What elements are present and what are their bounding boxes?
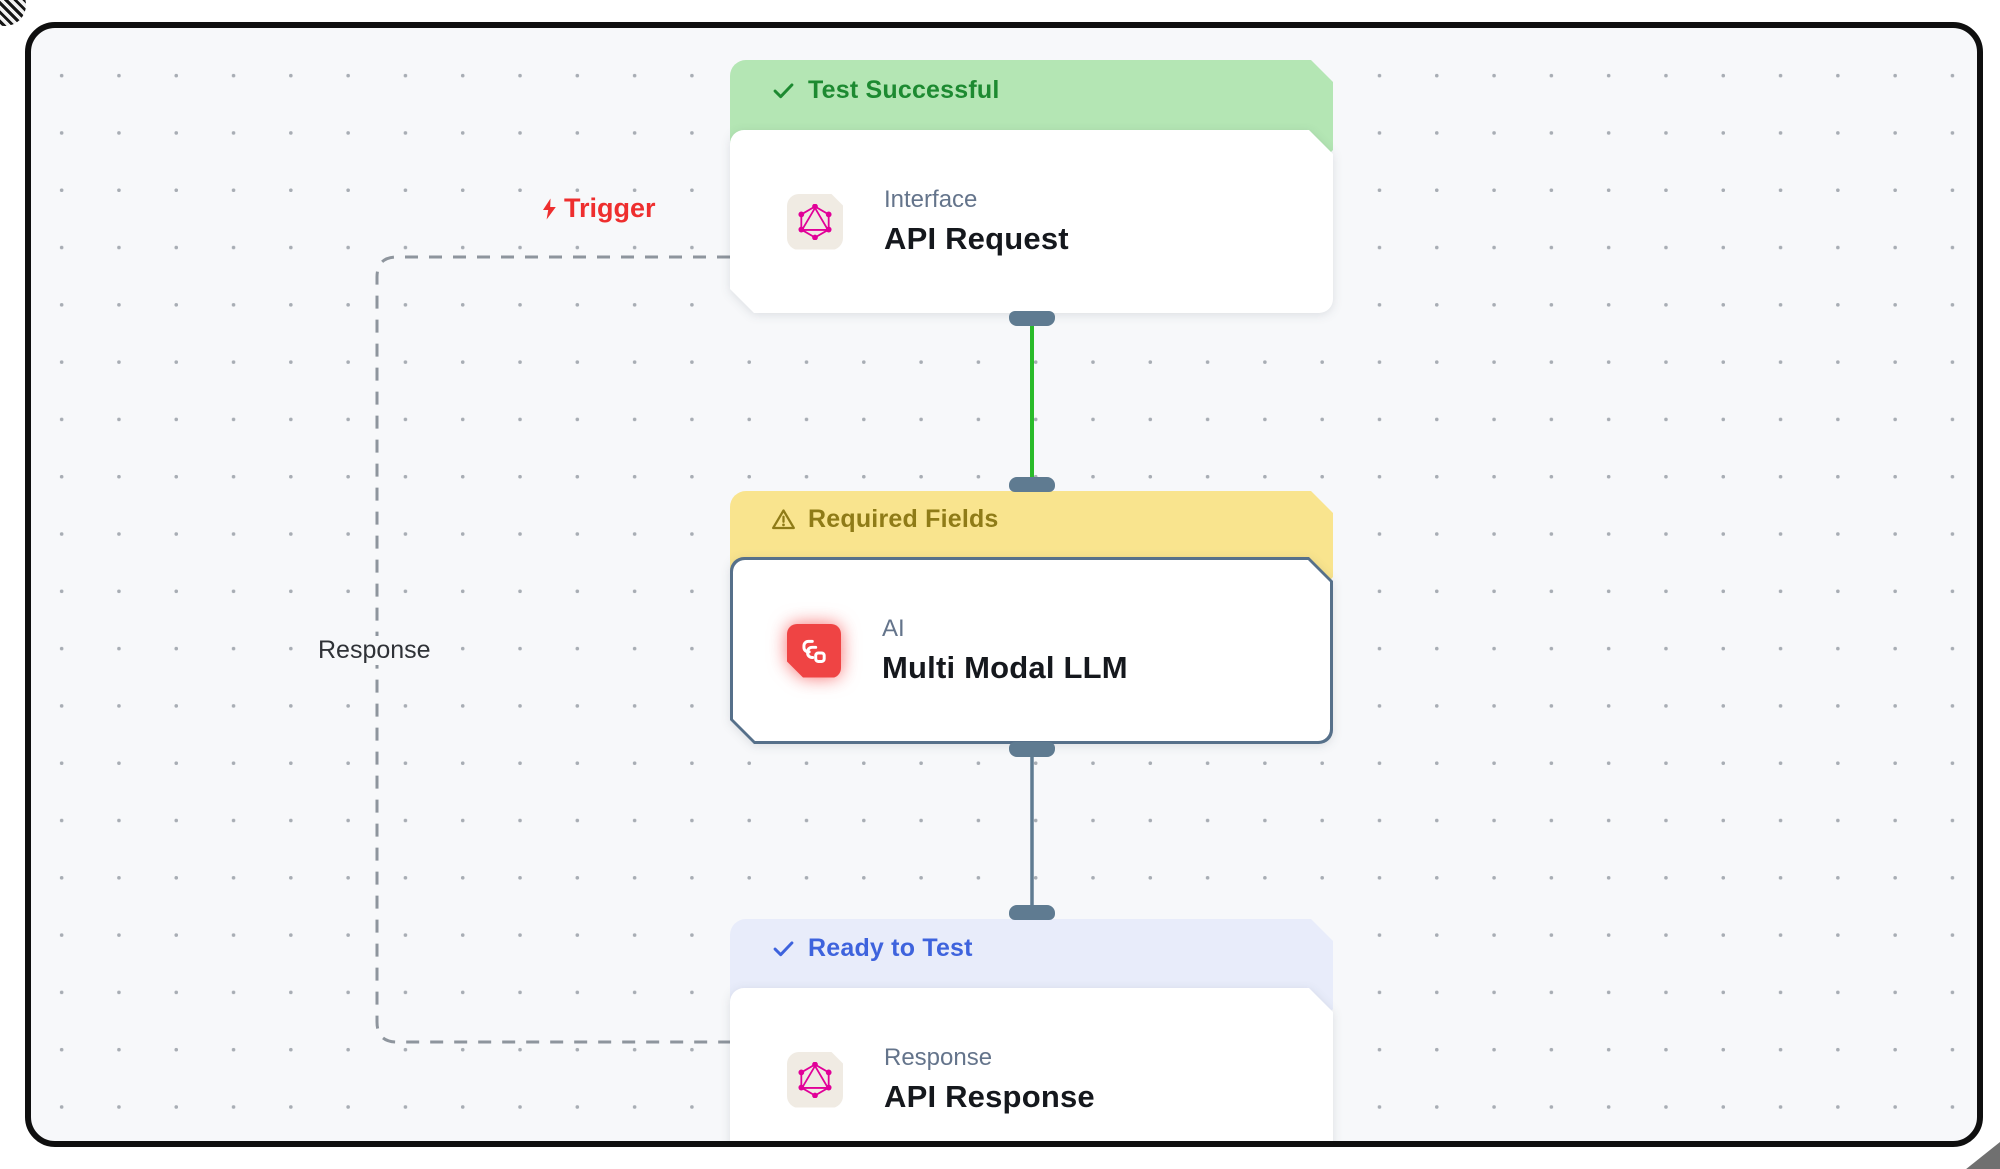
trigger-edge-label-text: Trigger <box>564 193 656 223</box>
trigger-edge-label: Trigger <box>538 193 656 224</box>
screenshot-frame: Trigger Response Test Successful <box>25 22 1983 1147</box>
node-title: Multi Modal LLM <box>882 650 1128 685</box>
node-status-label: Ready to Test <box>808 934 973 962</box>
check-icon <box>770 935 797 962</box>
node-category: Response <box>884 1044 993 1071</box>
graphql-icon <box>787 194 843 250</box>
chain-icon <box>787 624 841 678</box>
node-category: AI <box>882 615 905 642</box>
node-status-label: Required Fields <box>808 505 999 533</box>
corner-decoration-bottom-right <box>1966 1142 2000 1169</box>
node-card[interactable]: Interface API Request <box>730 130 1333 313</box>
node-title: API Request <box>884 221 1069 256</box>
node-title: API Response <box>884 1079 1095 1114</box>
response-edge-label: Response <box>310 636 439 665</box>
output-handle-multi-modal-llm[interactable] <box>1008 742 1055 757</box>
check-icon <box>770 77 797 104</box>
input-handle-multi-modal-llm[interactable] <box>1008 477 1055 492</box>
node-status-label: Test Successful <box>808 76 1000 104</box>
corner-decoration-top-left <box>0 0 26 26</box>
node-card[interactable]: Response API Response <box>730 988 1333 1147</box>
lightning-bolt-icon <box>538 196 562 222</box>
response-dashed-edge <box>375 255 730 1044</box>
input-handle-api-response[interactable] <box>1008 905 1055 920</box>
node-card[interactable]: AI Multi Modal LLM <box>730 557 1333 744</box>
graphql-icon <box>787 1052 843 1108</box>
node-category: Interface <box>884 186 978 213</box>
warning-icon <box>770 506 797 533</box>
workflow-canvas[interactable]: Trigger Response Test Successful <box>31 28 1977 1141</box>
output-handle-api-request[interactable] <box>1008 311 1055 326</box>
edges-layer <box>375 255 1034 1044</box>
